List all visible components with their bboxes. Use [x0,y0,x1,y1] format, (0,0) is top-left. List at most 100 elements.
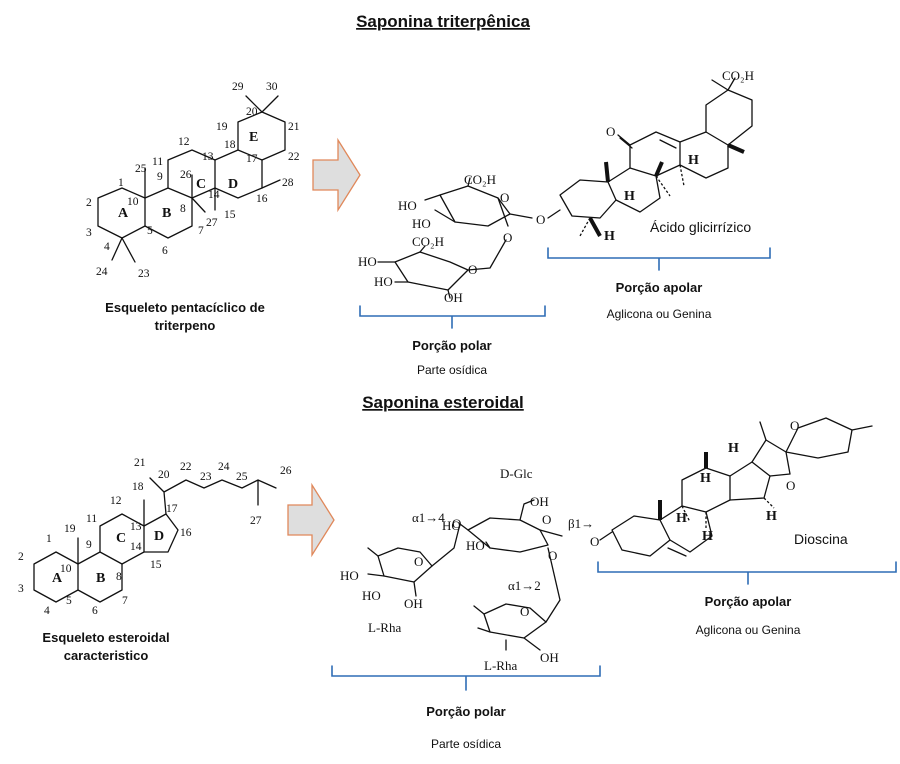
glyco-apolar-brace [547,247,771,271]
dioscin-o-e: O [520,604,529,619]
atom-number-1: 1 [118,177,124,189]
steroid-skeleton: A B C D 1 2 3 4 5 6 7 8 9 10 11 12 13 14… [18,457,292,663]
steroid-number-26: 26 [280,465,292,477]
aglycone-wedge-bonds [588,143,745,237]
dioscin-o-b: O [542,512,551,527]
dioscin-h-d: H [702,529,713,544]
dioscin-oh-b: OH [540,650,559,665]
dioscin-ring-b [659,505,713,553]
glyco-apolar-title: Porção apolar [616,280,703,295]
atom-number-7: 7 [198,225,204,237]
glyco-o-glyco: O [536,212,545,227]
ring-label-c: C [196,177,206,192]
steroid-ring-label-c: C [116,531,126,546]
dioscin-rha2-label: L-Rha [484,658,517,673]
atom-number-19: 19 [216,121,228,133]
steroid-number-13: 13 [130,521,142,533]
dioscin: D-Glc L-Rha L-Rha α1→4 α1→2 β1→ OH HO HO… [331,417,897,751]
triterpene-caption-line1: Esqueleto pentacíclico de [105,300,265,315]
dioscin-h-e: H [766,509,777,524]
glyco-apolar-sub: Aglicona ou Genina [607,307,712,321]
dioscin-o-a: O [452,516,461,531]
dioscin-oh-a: OH [404,596,423,611]
dioscin-o-bond [599,531,613,541]
glyco-h-2: H [624,189,635,204]
glyco-polar-sub: Parte osídica [417,363,487,377]
dioscin-hash-bonds [681,497,775,528]
aglycone-ring-c [629,131,681,177]
dioscin-polar-sub: Parte osídica [431,737,501,751]
glyco-o-keto: O [606,124,615,139]
dioscin-h-c: H [676,511,687,526]
ring-label-d: D [228,177,238,192]
aglycone-keto-bond [617,134,633,149]
steroid-ring-b [77,551,123,603]
steroid-number-15: 15 [150,559,162,571]
sugar2-substituents [377,239,507,299]
steroid-ring-label-a: A [52,571,63,586]
ring-label-e: E [249,130,258,145]
dioscin-polar-title: Porção polar [426,704,505,719]
atom-number-5: 5 [147,225,153,237]
dioscin-o-f: O [590,534,599,549]
glyco-oh-1: OH [444,290,463,305]
rha1-ring [377,547,433,583]
aglycone-cooh-bond [711,77,736,91]
glyco-ho-2: HO [412,216,431,231]
atom-number-22: 22 [288,151,300,163]
steroid-number-24: 24 [218,461,230,473]
steroid-number-8: 8 [116,571,122,583]
atom-number-26: 26 [180,169,192,181]
atom-number-10: 10 [127,196,139,208]
atom-number-2: 2 [86,197,92,209]
methyl-bonds [111,167,281,263]
dioscin-link-a14: α1→4 [412,510,445,525]
dioscin-ho-d: HO [362,588,381,603]
atom-number-28: 28 [282,177,294,189]
ring-label-b: B [162,206,171,221]
glyco-ho-1: HO [398,198,417,213]
glc-substituents [459,499,563,549]
atom-number-21: 21 [288,121,300,133]
steroid-caption-line2: caracteristico [64,648,149,663]
aglycone-ring-e [705,89,753,146]
methyl-29-30 [245,95,279,113]
glyco-o-ring1: O [500,190,509,205]
dioscin-glc-label: D-Glc [500,466,533,481]
dioscin-ring-c [681,467,731,513]
atom-number-18: 18 [224,139,236,151]
steroid-ring-d [143,513,179,553]
steroid-number-22: 22 [180,461,192,473]
dioscin-ring-a [611,515,671,557]
dioscin-name: Dioscina [794,531,848,547]
dioscin-o-d: O [414,554,423,569]
dioscin-h-a: H [728,441,739,456]
steroid-number-4: 4 [44,605,50,617]
steroid-number-14: 14 [130,541,142,553]
dioscin-o-c: O [548,548,557,563]
atom-number-30: 30 [266,81,278,93]
steroid-number-18: 18 [132,481,144,493]
triterpene-caption-line2: triterpeno [155,318,216,333]
glyco-co2h-1: CO₂H [464,172,496,187]
aglycone-o-bond [547,209,561,219]
glycyrrhizic-acid: CO₂H CO₂H HO HO HO HO OH O O O O O CO₂H … [358,68,771,377]
dioscin-h-b: H [700,471,711,486]
title-steroidal: Saponina esteroidal [362,393,524,412]
atom-number-11: 11 [152,156,163,168]
atom-number-4: 4 [104,241,110,253]
atom-number-24: 24 [96,266,108,278]
ring-b-bonds [144,187,193,239]
rha1-substituents [367,523,461,597]
glyco-h-3: H [604,229,615,244]
ring-d-bonds [214,149,263,199]
ring-e-bonds [237,111,286,161]
dioscin-o-g: O [786,478,795,493]
aglycone-ring-a [559,179,617,219]
dioscin-link-b1: β1→ [568,516,594,531]
rha2-ring [483,603,547,639]
steroid-number-11: 11 [86,513,97,525]
atom-number-3: 3 [86,227,92,239]
glyco-ho-4: HO [374,274,393,289]
steroid-ring-label-d: D [154,529,164,544]
